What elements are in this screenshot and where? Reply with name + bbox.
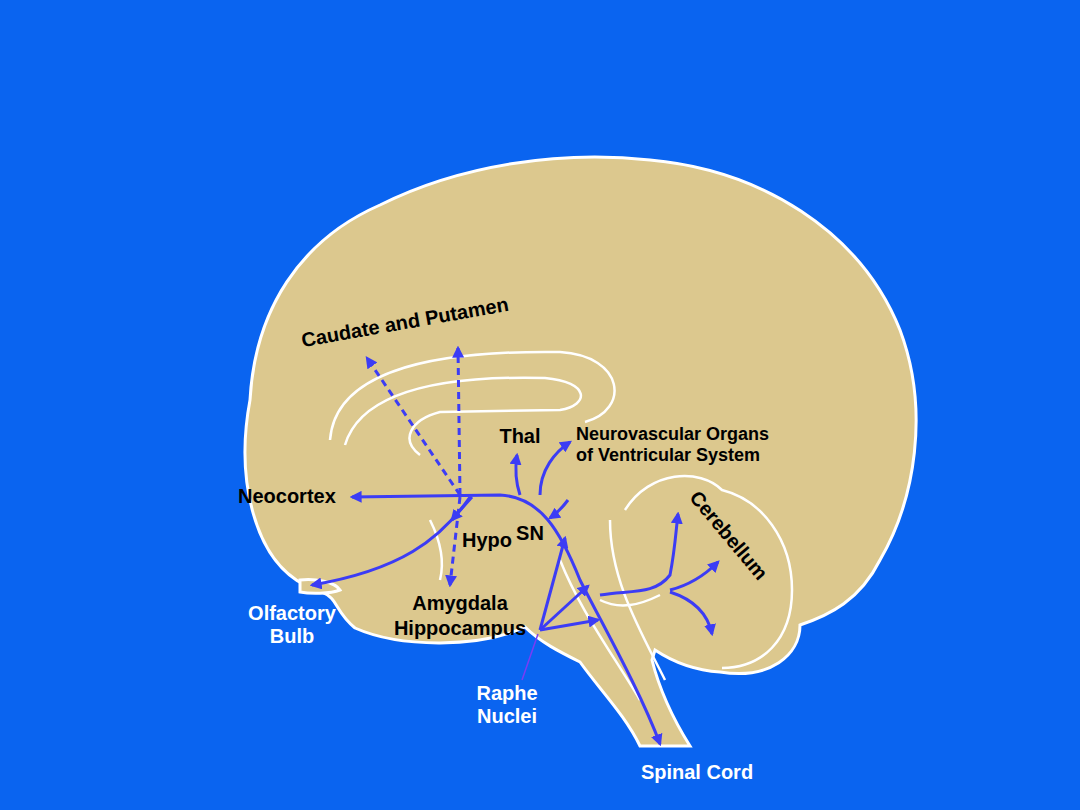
- structure-label: Hypo: [462, 529, 512, 552]
- origin-label: Raphe Nuclei: [462, 682, 552, 728]
- serotonin-pathways: [312, 442, 718, 744]
- structure-label: Thal: [499, 425, 540, 448]
- structure-label: Olfactory Bulb: [242, 602, 342, 648]
- structure-label: SN: [516, 522, 544, 545]
- structure-label: Spinal Cord: [641, 761, 753, 784]
- structure-label: Neurovascular Organs of Ventricular Syst…: [576, 424, 791, 465]
- brain-outline: [245, 157, 916, 746]
- dashed-pathways: [367, 348, 460, 585]
- brain-internal-lines: [330, 352, 792, 700]
- structure-label: Hippocampus: [394, 617, 526, 640]
- raphe-leader: [522, 634, 538, 680]
- structure-label: Amygdala: [412, 592, 508, 615]
- structure-label: Neocortex: [238, 485, 336, 508]
